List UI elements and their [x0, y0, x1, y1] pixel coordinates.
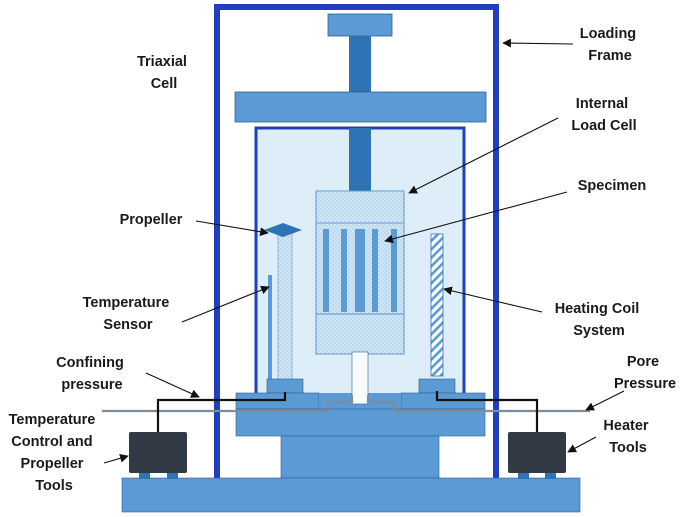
specimen-column [372, 229, 378, 312]
heater-tools [508, 432, 566, 479]
temperature-sensor-probe [268, 275, 272, 379]
label-propeller: Propeller [120, 212, 183, 228]
label-loading-frame: Loading Frame [580, 26, 640, 64]
arrow-pore-pressure [585, 390, 625, 411]
specimen-column [323, 229, 329, 312]
specimen-core-rod [355, 229, 365, 312]
arrow-loading-frame [502, 38, 574, 48]
label-temperature-sensor: Temperature Sensor [83, 295, 174, 333]
frame-left-post [214, 4, 220, 478]
heating-coil [430, 233, 444, 377]
specimen-assembly [315, 190, 405, 355]
internal-load-cell [315, 190, 405, 224]
arrow-confining-pressure [145, 372, 200, 398]
label-line: Confining [56, 355, 124, 371]
arrow-temperature-control [103, 453, 129, 464]
label-line: Cell [151, 76, 178, 92]
label-line: Pore [627, 354, 659, 370]
label-line: Control and [11, 434, 92, 450]
frame-right-post [493, 4, 499, 478]
pedestal-stem [351, 351, 369, 405]
label-line: Propeller [120, 212, 183, 228]
tools-box [129, 432, 187, 473]
label-pore-pressure: Pore Pressure [614, 354, 676, 392]
label-line: Tools [35, 478, 73, 494]
label-line: Load Cell [571, 118, 636, 134]
heater-foot [545, 473, 556, 479]
specimen-column [391, 229, 397, 312]
label-temperature-control-tools: Temperature Control and Propeller Tools [9, 412, 100, 494]
loading-piston-upper [349, 36, 371, 92]
label-confining-pressure: Confining pressure [56, 355, 128, 393]
label-line: Triaxial [137, 54, 187, 70]
specimen-column [341, 229, 347, 312]
control-cable-left [156, 392, 287, 432]
heater-foot [518, 473, 529, 479]
label-line: Pressure [614, 376, 676, 392]
label-line: Sensor [103, 317, 153, 333]
arrow-heating-coil [443, 286, 543, 313]
control-cable-right [435, 391, 539, 432]
label-triaxial-cell: Triaxial Cell [137, 54, 191, 92]
label-line: Specimen [578, 178, 647, 194]
label-line: Loading [580, 26, 636, 42]
label-line: Heater [603, 418, 648, 434]
frame-top-beam [214, 4, 499, 10]
machine-base [121, 477, 581, 513]
loading-piston-lower [349, 128, 371, 191]
tools-foot [139, 473, 150, 479]
label-line: Internal [576, 96, 628, 112]
label-line: Heating Coil [555, 301, 640, 317]
label-heating-coil-system: Heating Coil System [555, 301, 644, 339]
tools-foot [167, 473, 178, 479]
confining-pressure-line [102, 395, 354, 413]
label-line: Temperature [9, 412, 96, 428]
arrow-internal-load-cell [408, 117, 559, 194]
propeller-shaft [277, 231, 293, 381]
cell-base-plate [235, 408, 486, 437]
arrow-specimen [384, 191, 568, 244]
base-column [280, 435, 440, 479]
arrow-temperature-sensor [181, 285, 270, 323]
label-internal-load-cell: Internal Load Cell [571, 96, 636, 134]
crosshead [234, 91, 487, 123]
label-specimen: Specimen [578, 178, 647, 194]
label-line: Propeller [21, 456, 84, 472]
temperature-control-tools [129, 432, 187, 479]
propeller-blade [264, 223, 302, 237]
label-line: System [573, 323, 625, 339]
pore-pressure-line [366, 395, 590, 413]
specimen-bottom-cap [315, 313, 405, 355]
label-line: Temperature [83, 295, 170, 311]
label-line: Tools [609, 440, 647, 456]
coil-mount-block [418, 378, 456, 394]
top-platen [327, 13, 393, 37]
arrow-heater-tools [567, 436, 597, 453]
sensor-mount-block [266, 378, 304, 394]
heater-box [508, 432, 566, 473]
arrow-propeller [195, 220, 269, 237]
loading-frame [214, 4, 499, 478]
label-line: pressure [61, 377, 122, 393]
label-heater-tools: Heater Tools [603, 418, 652, 456]
label-line: Frame [588, 48, 632, 64]
